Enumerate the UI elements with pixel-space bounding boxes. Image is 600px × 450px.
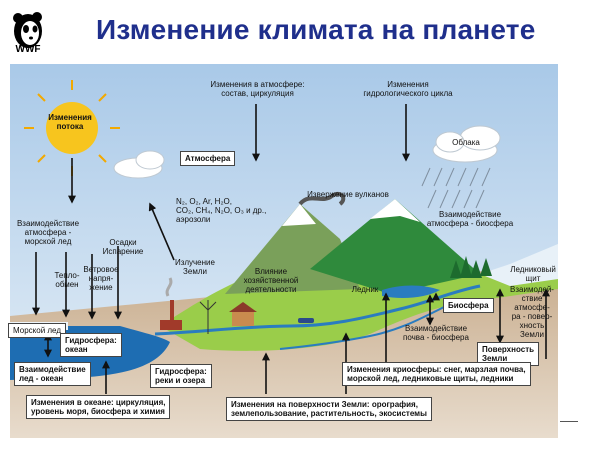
- gases-label: N₂, O₂, Ar, H₂O,CO₂, CH₄, N₂O, O₃ и др.,…: [176, 197, 267, 224]
- volcano-icon: [298, 191, 346, 206]
- tree-icon: [450, 256, 492, 278]
- rain-icon: [421, 167, 491, 209]
- atmosphere-box: Атмосфера: [180, 151, 236, 166]
- biosphere-box: Биосфера: [443, 298, 494, 313]
- hydro-rivers-box: Гидросфера:реки и озера: [150, 364, 212, 388]
- car-icon: [298, 318, 314, 323]
- heat-label: Тепло-обмен: [54, 271, 80, 289]
- wwf-panda-logo: [13, 12, 42, 48]
- divider: [560, 421, 578, 422]
- cryo-change-box: Изменения криосферы: снег, марзлая почва…: [342, 362, 531, 386]
- glacier: [480, 244, 558, 286]
- page-title: Изменение климата на планете: [96, 14, 536, 45]
- ocean-change-box: Изменения в океане: циркуляция,уровень м…: [26, 395, 171, 419]
- cloud-icon: [113, 150, 165, 179]
- clouds-label: Облака: [452, 138, 480, 147]
- factory-icon: [160, 277, 182, 330]
- logo-text: WWF: [15, 44, 41, 55]
- glacier-label: Ледник: [351, 285, 379, 294]
- lake: [382, 285, 440, 298]
- windmill-icon: [199, 300, 217, 334]
- house-icon: [229, 302, 257, 326]
- surface-change-box: Изменения на поверхности Земли: орографи…: [226, 397, 432, 421]
- sun-icon: [24, 80, 120, 176]
- climate-diagram: [10, 64, 558, 438]
- atmos-change-label: Изменения в атмосфере:состав, циркуляция: [210, 80, 305, 98]
- mountain-green: [310, 199, 480, 294]
- cloud-icon: [432, 125, 501, 163]
- hydro-ocean-box: Гидросфера:океан: [60, 333, 122, 357]
- volcano-label: Извержение вулканов: [307, 190, 389, 199]
- sea-ice-box: Морской лед: [8, 323, 66, 338]
